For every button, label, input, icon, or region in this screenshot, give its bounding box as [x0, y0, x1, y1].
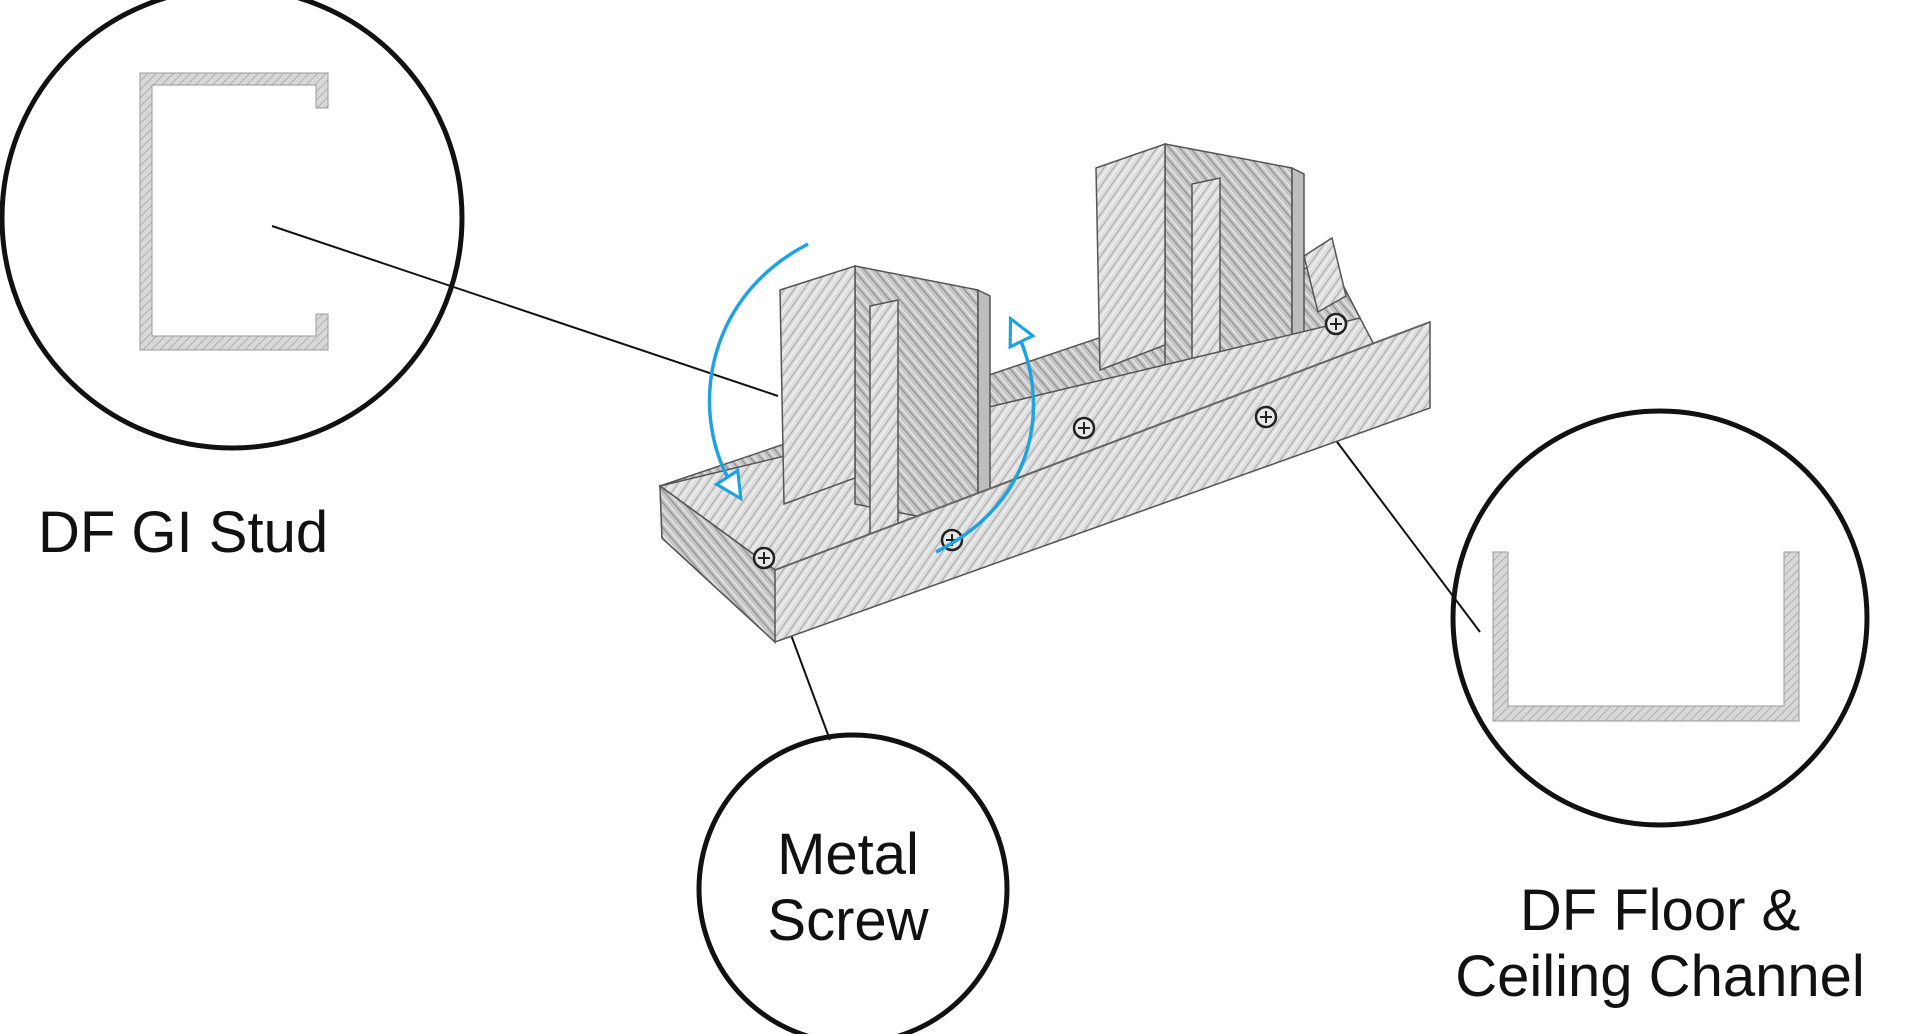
screw-head-icon: [1072, 416, 1096, 440]
channel-detail-circle: [1450, 408, 1870, 828]
channel-label-line-1: DF Floor &: [1519, 878, 1801, 943]
channel-label-line-2: Ceiling Channel: [1455, 944, 1865, 1010]
stud-track-assembly: [658, 142, 1431, 644]
curved-arrow-icon: [935, 330, 1033, 554]
channel-label: DF Floor & Ceiling Channel: [1430, 878, 1890, 1010]
front-stud: [779, 264, 991, 537]
front-stud-left-flange: [779, 264, 856, 506]
channel-left-end: [659, 484, 776, 644]
screw-callout-circle: [696, 732, 1010, 1034]
screw-head-icon: [752, 546, 776, 570]
screw-label-line-2: Screw: [767, 888, 929, 954]
channel-end-tab: [1303, 236, 1347, 314]
stud-label: DF GI Stud: [38, 500, 328, 566]
screw-head-icon: [1324, 312, 1348, 336]
stud-label-text: DF GI Stud: [38, 500, 329, 565]
screw-label-line-1: Metal: [777, 822, 919, 887]
front-stud-front-lip: [869, 299, 899, 537]
screw-head-icon: [1254, 405, 1278, 429]
stud-detail-callout: [0, 0, 465, 451]
channel-u-profile: [1492, 551, 1800, 722]
curved-arrow-icon: [707, 242, 809, 488]
stud-detail-circle: [0, 0, 465, 451]
stud-leader-line: [271, 225, 779, 397]
stud-c-profile: [139, 72, 329, 351]
channel-detail-callout: [1450, 408, 1870, 828]
rear-stud-left-flange: [1095, 142, 1166, 372]
screw-label: Metal Screw: [698, 822, 998, 954]
